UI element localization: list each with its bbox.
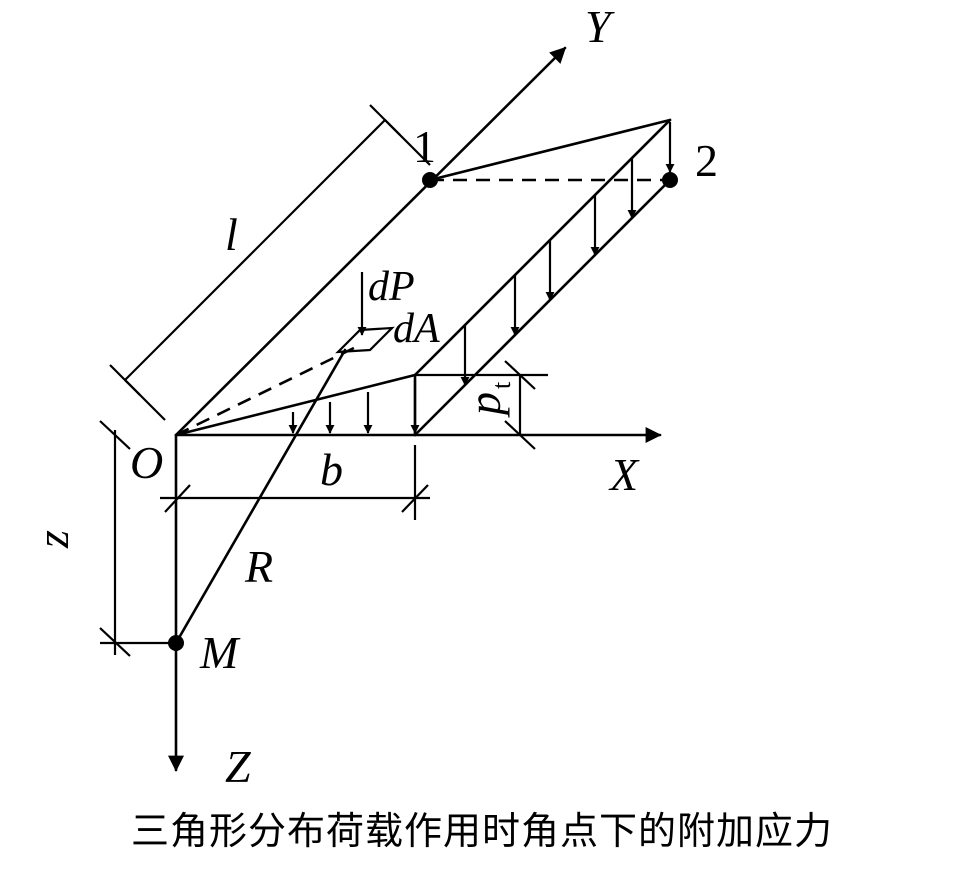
label-pt: p t [459, 381, 516, 418]
point-1 [422, 172, 438, 188]
label-dp: dP [368, 264, 415, 310]
label-corner-1: 1 [413, 121, 436, 172]
point-m [168, 635, 184, 651]
dim-pt-tick [504, 360, 536, 390]
label-origin: O [130, 437, 163, 488]
label-b: b [320, 444, 343, 495]
dashed-o-da [175, 343, 361, 437]
dim-pt-tick [504, 420, 536, 450]
dim-l [124, 119, 386, 381]
dim-b-tick [164, 484, 191, 513]
label-p-sub: t [487, 381, 516, 389]
da-element [335, 326, 395, 354]
y-axis [174, 46, 567, 437]
label-m: M [199, 627, 241, 678]
dim-l-ext [124, 379, 166, 421]
dim-z-tick [99, 420, 131, 450]
label-x: X [608, 449, 640, 500]
label-z: Z [225, 741, 251, 792]
label-corner-2: 2 [695, 135, 718, 186]
figure-caption: 三角形分布荷载作用时角点下的附加应力 [130, 809, 833, 853]
dim-l-ext [384, 119, 431, 166]
edge-b-2 [413, 178, 672, 437]
label-da: dA [393, 306, 440, 352]
r-line [174, 348, 347, 645]
load-top-edge [413, 118, 672, 377]
label-l: l [225, 209, 238, 260]
label-z-depth: z [27, 530, 78, 549]
label-r: R [244, 541, 273, 592]
point-2 [662, 172, 678, 188]
label-y: Y [585, 1, 615, 52]
edge-1-2 [428, 118, 672, 182]
label-p: p [459, 392, 510, 418]
load-slope-near [174, 373, 417, 437]
